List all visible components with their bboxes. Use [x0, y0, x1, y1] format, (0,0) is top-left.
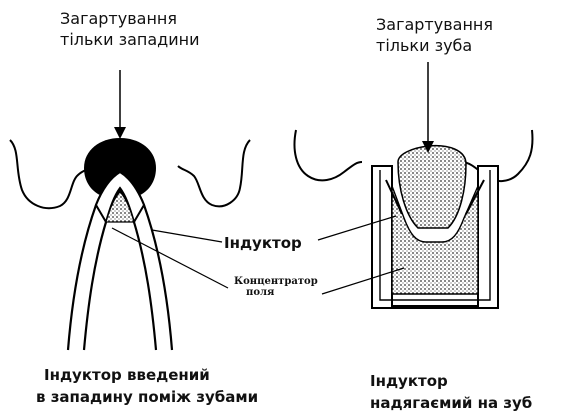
- concentrator-label-line1: Концентратор: [234, 276, 318, 287]
- left-top-label-line2: тільки западини: [60, 29, 199, 50]
- concentrator-label-line2: поля: [234, 287, 318, 298]
- right-top-label-line2: тільки зуба: [376, 35, 493, 56]
- left-bottom-caption: Індуктор введений в западину поміж зубам…: [40, 364, 258, 408]
- left-bottom-caption-line2: в западину поміж зубами: [36, 386, 258, 408]
- left-top-label: Загартування тільки западини: [60, 8, 199, 50]
- right-bottom-caption-line2: надягаємий на зуб: [370, 392, 532, 414]
- left-top-label-line1: Загартування: [60, 8, 199, 29]
- right-top-label-line1: Загартування: [376, 14, 493, 35]
- right-bottom-caption-line1: Індуктор: [370, 370, 532, 392]
- inductor-label: Індуктор: [224, 234, 302, 252]
- concentrator-label: Концентратор поля: [234, 276, 318, 298]
- right-top-label: Загартування тільки зуба: [376, 14, 493, 56]
- right-bottom-caption: Індуктор надягаємий на зуб: [370, 370, 532, 414]
- hardened-tooth-zone: [398, 146, 466, 228]
- left-diagram: [10, 70, 250, 350]
- right-diagram: [295, 62, 533, 308]
- left-bottom-caption-line1: Індуктор введений: [40, 364, 258, 386]
